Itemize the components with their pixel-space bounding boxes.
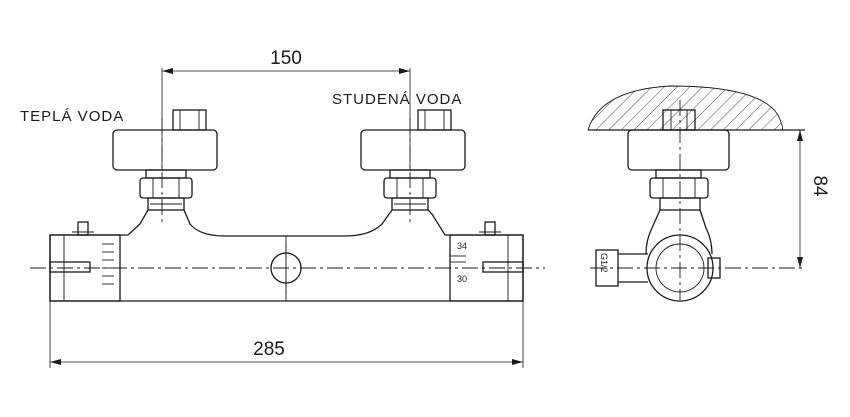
cold-water-inlet — [360, 109, 466, 211]
hot-water-inlet — [112, 109, 218, 211]
side-view: G1/2 84 — [587, 85, 830, 302]
thread-size-label: G1/2 — [599, 253, 609, 273]
scale-upper: 34 — [457, 241, 467, 251]
inlet-spacing-value: 150 — [270, 48, 302, 69]
mixer-body: 34 30 — [49, 209, 524, 302]
hot-water-label: TEPLÁ VODA — [20, 108, 124, 125]
cold-water-label: STUDENÁ VODA — [332, 91, 462, 108]
scale-lower: 30 — [457, 274, 467, 284]
front-view: 150 TEPLÁ VODA STUDENÁ VODA — [20, 48, 545, 368]
body-length-dimension: 285 — [49, 301, 524, 368]
inlet-spacing-dimension: 150 — [161, 48, 411, 170]
wall-distance-dimension: 84 — [797, 130, 830, 268]
body-length-value: 285 — [253, 339, 285, 360]
wall-distance-value: 84 — [809, 175, 830, 197]
